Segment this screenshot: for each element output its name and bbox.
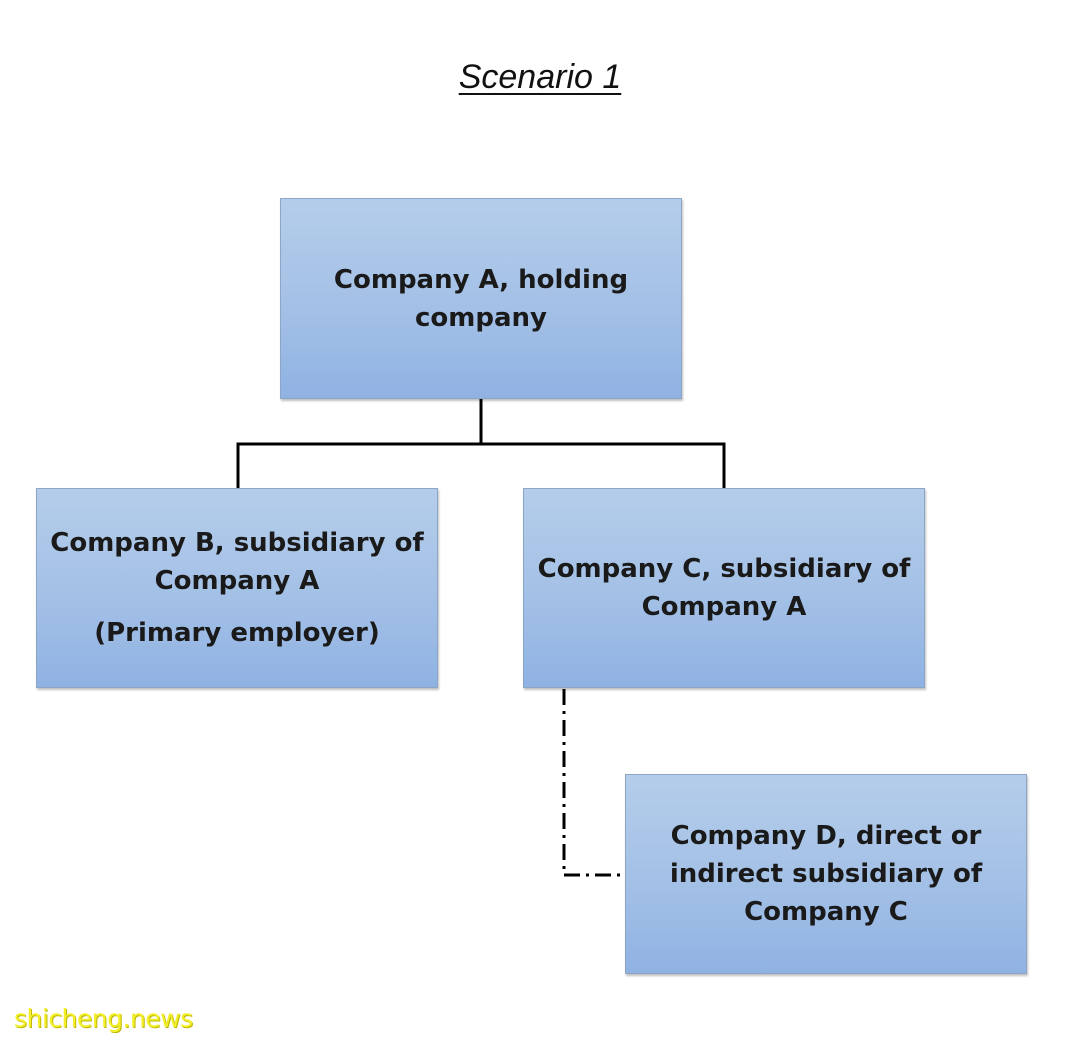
node-a-line-2: company xyxy=(415,302,547,333)
diagram-title: Scenario 1 xyxy=(0,58,1080,97)
node-d-line-1: Company D, direct or xyxy=(670,821,982,851)
node-company-b: Company B, subsidiary of Company A (Prim… xyxy=(36,488,438,688)
node-company-a: Company A, holding company xyxy=(280,198,682,399)
node-d-line-2: indirect subsidiary of xyxy=(669,859,983,889)
node-b-note: (Primary employer) xyxy=(94,618,380,648)
edge-c-to-d xyxy=(562,689,625,877)
node-c-line-2: Company A xyxy=(641,592,807,622)
watermark: shicheng.news xyxy=(14,1004,193,1033)
node-company-c: Company C, subsidiary of Company A xyxy=(523,488,925,688)
node-b-line-2: Company A xyxy=(154,566,320,596)
node-a-line-1: Company A, holding xyxy=(333,264,629,295)
node-d-line-3: Company C xyxy=(744,897,908,927)
edge-a-to-b-and-c xyxy=(236,399,726,488)
node-b-line-1: Company B, subsidiary of xyxy=(50,528,424,558)
diagram-title-text: Scenario 1 xyxy=(458,58,622,96)
node-company-d: Company D, direct or indirect subsidiary… xyxy=(625,774,1027,974)
node-c-line-1: Company C, subsidiary of xyxy=(537,554,911,584)
